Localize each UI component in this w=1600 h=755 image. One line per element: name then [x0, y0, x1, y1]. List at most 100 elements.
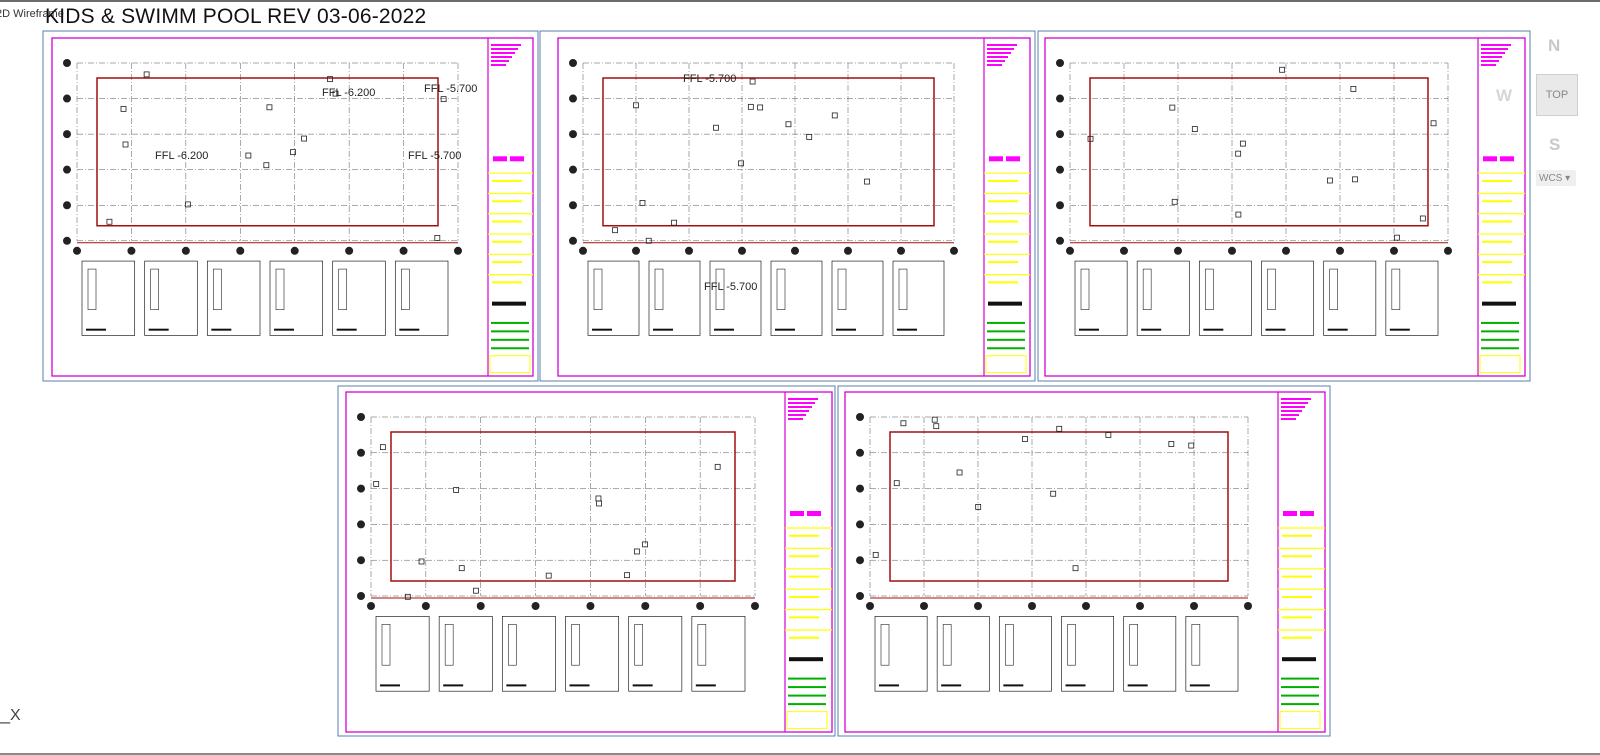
title-block-sheet-no	[789, 657, 823, 662]
ffl-label: FFL -5.700	[408, 150, 461, 162]
column-mark	[956, 469, 963, 476]
grid-bubble	[63, 130, 71, 139]
title-block-text	[491, 60, 509, 62]
detail-box	[1385, 260, 1439, 336]
window-bottom-edge	[0, 753, 1600, 755]
title-block-notes	[491, 330, 529, 333]
section-detail	[401, 268, 410, 310]
detail-box	[709, 260, 762, 336]
detail-box	[1136, 260, 1190, 336]
title-block-notes	[788, 677, 826, 680]
column-mark	[379, 444, 386, 451]
detail-caption	[1389, 328, 1410, 331]
wcs-dropdown[interactable]: WCS ▾	[1536, 170, 1576, 186]
grid-bubble	[950, 246, 958, 255]
title-block-tag	[510, 156, 524, 162]
title-block-highlight	[1282, 636, 1312, 639]
title-block-text	[1481, 52, 1505, 54]
title-block-text	[1281, 398, 1311, 400]
title-block-highlight	[789, 555, 819, 558]
section-detail	[1205, 268, 1214, 310]
section-detail	[880, 624, 890, 666]
detail-box	[831, 260, 884, 336]
column-mark	[453, 487, 460, 493]
detail-caption	[336, 328, 357, 331]
section-detail	[654, 268, 664, 310]
grid-bubble	[63, 165, 71, 174]
title-block-sheet-no	[1482, 301, 1516, 306]
title-block-highlight	[988, 220, 1018, 223]
section-detail	[1005, 624, 1014, 666]
section-detail	[942, 624, 952, 666]
column-mark	[327, 76, 333, 83]
column-mark	[434, 235, 441, 241]
column-mark	[245, 152, 252, 159]
column-mark	[1235, 150, 1242, 157]
title-block-notes	[1281, 703, 1319, 706]
grid-bubble	[1056, 94, 1064, 103]
title-block-notes	[491, 321, 529, 324]
detail-box	[1261, 260, 1315, 336]
column-mark	[975, 504, 982, 510]
detail-caption	[1127, 684, 1148, 687]
title-block-highlight	[1482, 261, 1512, 264]
title-block-sheet-no	[1282, 657, 1316, 662]
column-mark	[122, 141, 129, 148]
detail-caption	[1203, 328, 1224, 331]
grid-bubble	[641, 602, 650, 610]
column-mark	[106, 218, 113, 225]
column-mark	[440, 96, 447, 103]
column-mark	[747, 103, 754, 110]
sheet-border	[345, 391, 833, 733]
detail-caption	[775, 328, 795, 331]
title-block-notes	[1281, 677, 1319, 680]
title-block-highlight	[988, 179, 1018, 182]
grid-bubble	[1082, 602, 1090, 610]
section-detail	[444, 624, 454, 666]
grid-bubble	[1136, 602, 1144, 610]
column-mark	[595, 495, 602, 502]
viewport-controls[interactable]: 2D Wireframe	[0, 8, 64, 20]
viewcube-top-face[interactable]: TOP	[1536, 74, 1578, 116]
detail-caption	[592, 328, 612, 331]
grid-bubble	[738, 246, 746, 255]
detail-box	[1074, 260, 1128, 336]
title-block-text	[788, 406, 812, 408]
grid-bubble	[367, 602, 375, 610]
title-block-highlight	[492, 179, 522, 182]
grid-bubble	[1190, 602, 1198, 610]
column-mark	[612, 227, 618, 234]
section-detail	[508, 624, 517, 666]
grid-bubble	[1056, 165, 1064, 174]
ucs-x-axis-label: X	[10, 707, 21, 724]
grid-bubble	[1228, 246, 1236, 255]
title-block-text	[788, 398, 818, 400]
viewcube-west[interactable]: W	[1496, 86, 1513, 105]
title-block-highlight	[1282, 575, 1312, 578]
grid-bubble	[1056, 236, 1064, 245]
title-block-text	[1281, 414, 1299, 416]
title-block-text	[987, 44, 1017, 46]
viewcube-south[interactable]: S	[1549, 135, 1561, 154]
title-block-text	[987, 64, 1002, 66]
column-mark	[1022, 436, 1028, 442]
grid-bubble	[1056, 201, 1064, 210]
viewcube-north[interactable]: N	[1548, 36, 1561, 55]
sheet-frame	[837, 385, 1331, 737]
sheet-border	[1044, 37, 1526, 377]
grid-bubble	[856, 556, 864, 565]
column-mark	[1352, 176, 1358, 183]
grid-bubble	[685, 246, 693, 255]
title-block-highlight	[1282, 596, 1312, 598]
title-block-highlight	[492, 200, 522, 203]
sheet-border	[557, 37, 1031, 377]
title-block-text	[987, 60, 1005, 62]
column-mark	[290, 149, 296, 156]
detail-caption	[632, 684, 653, 687]
title-block-text	[987, 52, 1011, 54]
detail-caption	[1065, 684, 1086, 687]
section-detail	[87, 268, 97, 310]
column-mark	[738, 160, 744, 167]
detail-box	[587, 260, 640, 336]
